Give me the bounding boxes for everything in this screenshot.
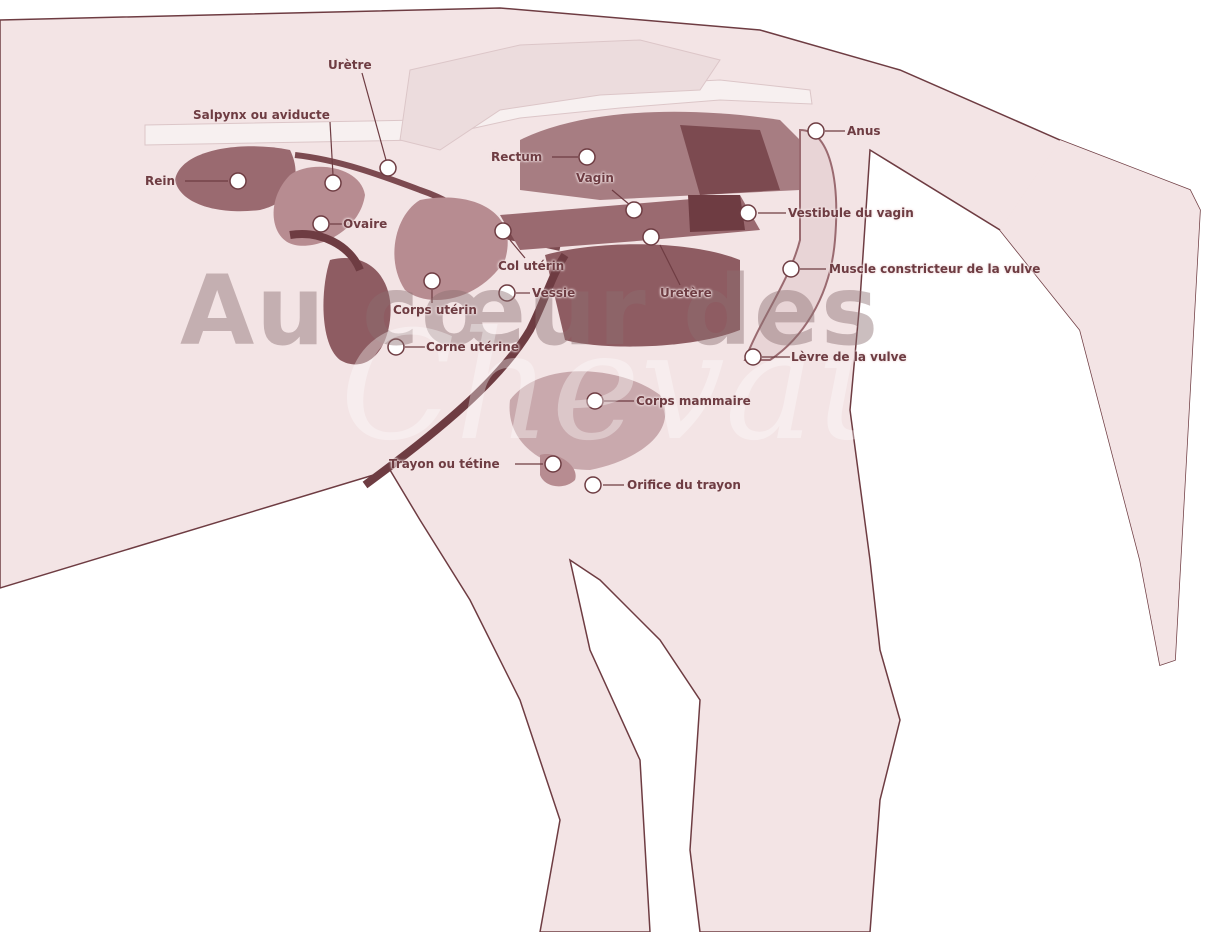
label-corps-mammaire: Corps mammaire xyxy=(636,394,751,408)
tail-shape xyxy=(1000,140,1200,665)
marker-salpynx xyxy=(325,175,341,191)
label-uretere: Uretère xyxy=(660,286,712,300)
marker-rein xyxy=(230,173,246,189)
marker-orifice xyxy=(585,477,601,493)
marker-vestibule xyxy=(740,205,756,221)
label-rein: Rein xyxy=(145,174,175,188)
label-corne-uterine: Corne utérine xyxy=(426,340,519,354)
label-anus: Anus xyxy=(847,124,881,138)
vestibule-organ xyxy=(688,195,745,232)
label-ovaire: Ovaire xyxy=(343,217,387,231)
label-muscle: Muscle constricteur de la vulve xyxy=(829,262,1040,276)
marker-anus xyxy=(808,123,824,139)
label-orifice: Orifice du trayon xyxy=(627,478,741,492)
marker-uretere xyxy=(643,229,659,245)
label-levre: Lèvre de la vulve xyxy=(791,350,907,364)
marker-rectum xyxy=(579,149,595,165)
label-corps-uterin: Corps utérin xyxy=(393,303,477,317)
label-vessie: Vessie xyxy=(532,286,575,300)
marker-uretre xyxy=(380,160,396,176)
marker-vagin xyxy=(626,202,642,218)
label-rectum: Rectum xyxy=(491,150,542,164)
label-col-uterin: Col utérin xyxy=(498,259,564,273)
marker-col-uterin xyxy=(495,223,511,239)
label-vestibule: Vestibule du vagin xyxy=(788,206,914,220)
label-vagin: Vagin xyxy=(576,171,614,185)
label-uretre: Urètre xyxy=(328,58,372,72)
watermark-script: Chevaux xyxy=(340,300,996,474)
label-salpynx: Salpynx ou aviducte xyxy=(193,108,330,122)
label-trayon: Trayon ou tétine xyxy=(389,457,500,471)
marker-ovaire xyxy=(313,216,329,232)
